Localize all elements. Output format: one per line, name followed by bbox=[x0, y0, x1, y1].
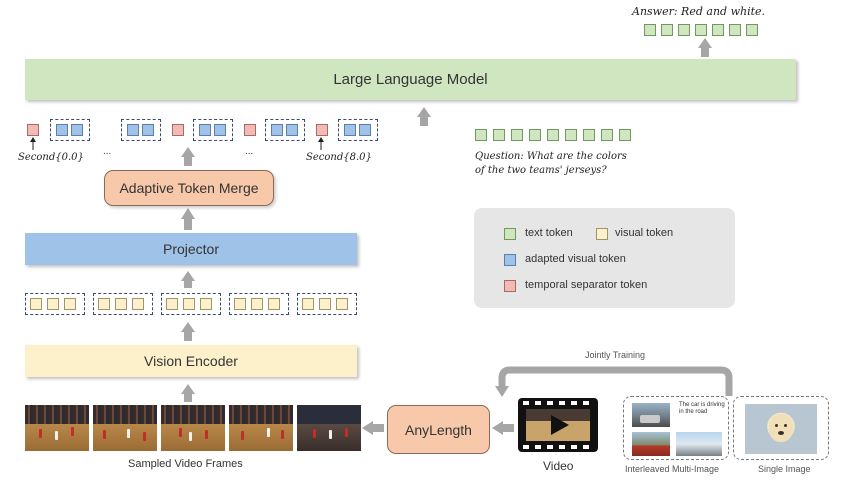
ellipsis: ... bbox=[103, 146, 112, 157]
legend-text-token: text token bbox=[525, 227, 573, 239]
interleaved-multi-image-box: The car is driving in the road bbox=[623, 396, 729, 460]
text-token bbox=[746, 24, 758, 36]
road-image bbox=[676, 432, 722, 456]
sampled-frames-caption: Sampled Video Frames bbox=[128, 458, 243, 470]
adapted-token-group bbox=[121, 119, 161, 141]
text-token bbox=[644, 24, 656, 36]
temporal-separator-token bbox=[172, 124, 184, 136]
temporal-separator-token bbox=[27, 124, 39, 136]
jointly-training-label: Jointly Training bbox=[585, 350, 646, 360]
answer-text: Answer: Red and white. bbox=[632, 5, 766, 18]
video-frame bbox=[161, 405, 225, 451]
video-icon bbox=[518, 398, 598, 452]
temporal-separator-token bbox=[244, 124, 256, 136]
legend-text-token-swatch bbox=[504, 228, 516, 240]
adapted-token-group bbox=[193, 119, 233, 141]
legend-visual-token-swatch bbox=[596, 228, 608, 240]
visual-token-group bbox=[25, 293, 85, 315]
arrow-frames-to-encoder bbox=[181, 384, 195, 402]
arrow-video-to-anylength bbox=[492, 421, 514, 435]
text-token bbox=[695, 24, 707, 36]
visual-token-group bbox=[229, 293, 289, 315]
red-car-image bbox=[632, 432, 670, 456]
legend: text token visual token adapted visual t… bbox=[474, 208, 735, 308]
interleaved-caption: Interleaved Multi-Image bbox=[625, 464, 720, 474]
text-token bbox=[712, 24, 724, 36]
vision-encoder: Vision Encoder bbox=[25, 345, 357, 377]
projector: Projector bbox=[25, 233, 357, 265]
adaptive-token-merge: Adaptive Token Merge bbox=[104, 170, 274, 206]
visual-token-group bbox=[297, 293, 357, 315]
temporal-separator-token bbox=[316, 124, 328, 136]
arrow-encoder-to-tokens bbox=[181, 322, 195, 341]
video-frame bbox=[93, 405, 157, 451]
visual-token-group bbox=[93, 293, 153, 315]
arrow-to-llm bbox=[417, 107, 431, 126]
legend-adapted-token-swatch bbox=[504, 254, 516, 266]
visual-token-group bbox=[161, 293, 221, 315]
video-frame bbox=[229, 405, 293, 451]
text-token bbox=[729, 24, 741, 36]
timestamp-first: Second{0.0} bbox=[18, 152, 84, 163]
legend-visual-token: visual token bbox=[615, 227, 674, 239]
video-frame bbox=[297, 405, 361, 451]
legend-separator-token-swatch bbox=[504, 280, 516, 292]
video-frame bbox=[25, 405, 89, 451]
arrow-llm-to-answer bbox=[698, 38, 712, 57]
arrow-anylength-to-frames bbox=[362, 421, 384, 435]
question-line-2: of the two teams' jerseys? bbox=[475, 165, 607, 176]
text-token bbox=[678, 24, 690, 36]
single-image-caption: Single Image bbox=[758, 464, 811, 474]
arrow-atm-to-tokens bbox=[181, 147, 195, 166]
dog-image bbox=[745, 404, 817, 454]
adapted-token-group bbox=[50, 119, 90, 141]
single-image-box bbox=[733, 396, 829, 460]
jointly-training-arrow bbox=[498, 366, 733, 396]
large-language-model: Large Language Model bbox=[25, 59, 796, 100]
text-token bbox=[661, 24, 673, 36]
interleaved-caption-text: The car is driving in the road bbox=[679, 402, 725, 415]
timestamp-last: Second{8.0} bbox=[306, 152, 372, 163]
legend-adapted-visual-token: adapted visual token bbox=[525, 253, 626, 265]
arrow-projector-to-atm bbox=[181, 208, 195, 230]
car-image bbox=[632, 403, 670, 427]
arrow-tokens-to-projector bbox=[181, 271, 195, 288]
ellipsis: ... bbox=[245, 146, 254, 157]
video-caption: Video bbox=[543, 459, 574, 473]
adapted-token-group bbox=[338, 119, 378, 141]
legend-temporal-separator-token: temporal separator token bbox=[525, 279, 648, 291]
adapted-token-group bbox=[265, 119, 305, 141]
question-line-1: Question: What are the colors bbox=[475, 151, 627, 162]
anylength-module: AnyLength bbox=[387, 405, 490, 454]
